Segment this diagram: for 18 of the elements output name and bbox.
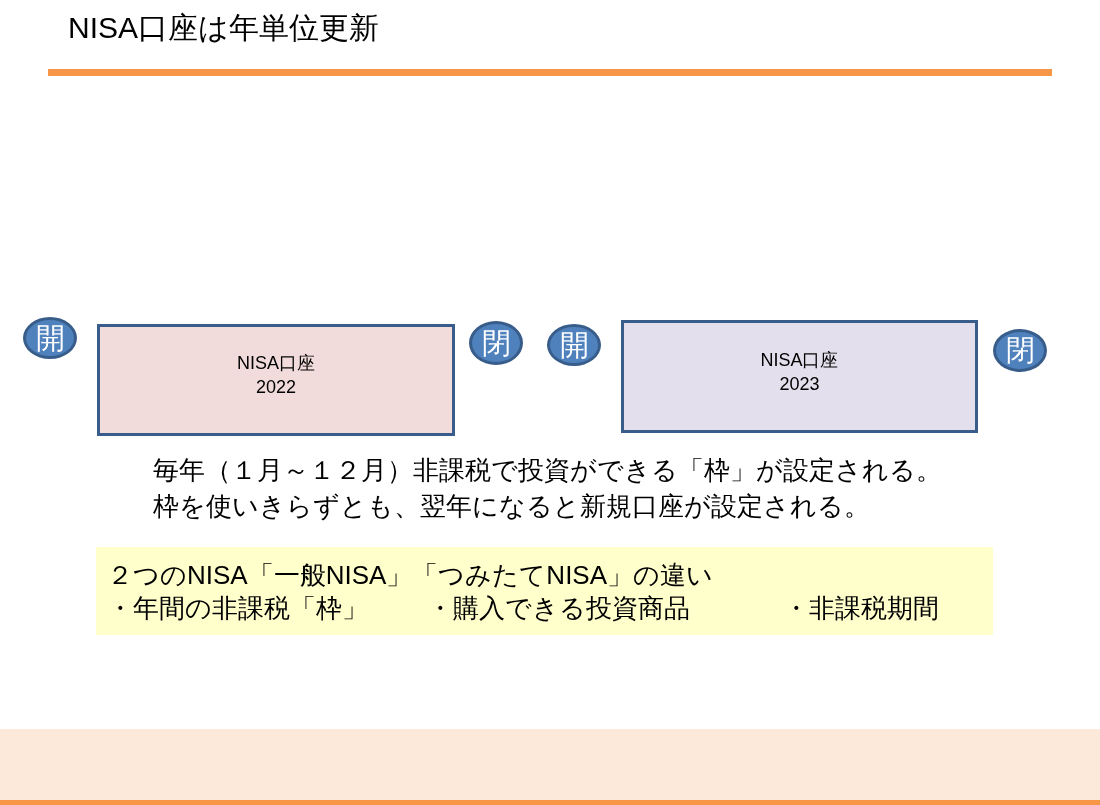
box-label: 2023 [779,372,820,396]
slide-title: NISA口座は年単位更新 [68,10,380,46]
bullet-item: ・非課税期間 [783,592,939,625]
body-text: 毎年（１月～１２月）非課税で投資ができる「枠」が設定される。 [153,454,942,487]
box-label: NISA口座 [237,352,315,375]
box-label: NISA口座 [760,348,839,372]
open-oval: 開 [547,324,601,366]
account-box [97,324,455,436]
open-oval: 開 [23,317,77,359]
band-heading: ２つのNISA「一般NISA」「つみたてNISA」の違い [107,559,714,592]
box-label: 2022 [255,376,296,399]
close-oval: 閉 [469,321,523,365]
body-text: 枠を使いきらずとも、翌年になると新規口座が設定される。 [153,490,870,523]
note-band [96,547,993,635]
close-oval: 閉 [993,329,1047,372]
account-box [621,320,978,433]
bullet-item: ・年間の非課税「枠」 [107,592,368,625]
bullet-item: ・購入できる投資商品 [427,592,690,625]
